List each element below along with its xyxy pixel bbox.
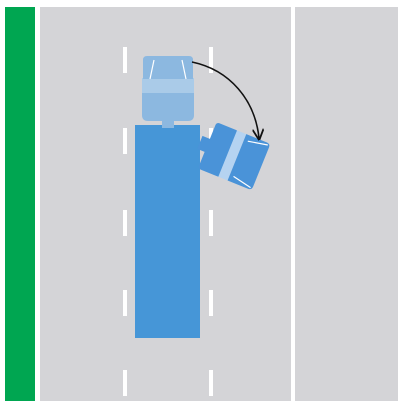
lane-dash — [209, 210, 213, 236]
lane-dash — [123, 210, 127, 236]
lane-dash — [123, 290, 127, 316]
lane-dash — [209, 290, 213, 316]
lane-dash — [123, 370, 127, 396]
solid-lane-line — [291, 0, 295, 408]
bottom-edge-stripe — [0, 401, 404, 408]
grass-verge — [5, 0, 35, 408]
right-edge-stripe — [398, 0, 404, 408]
shoulder-line — [35, 0, 40, 408]
lane-dash — [123, 47, 127, 73]
lane-dash — [123, 128, 127, 154]
trailer — [135, 125, 200, 338]
top-edge-stripe — [0, 0, 404, 7]
truck-cab-ghost-icon — [142, 56, 194, 128]
lane-dash — [209, 370, 213, 396]
left-edge-stripe — [0, 0, 5, 408]
